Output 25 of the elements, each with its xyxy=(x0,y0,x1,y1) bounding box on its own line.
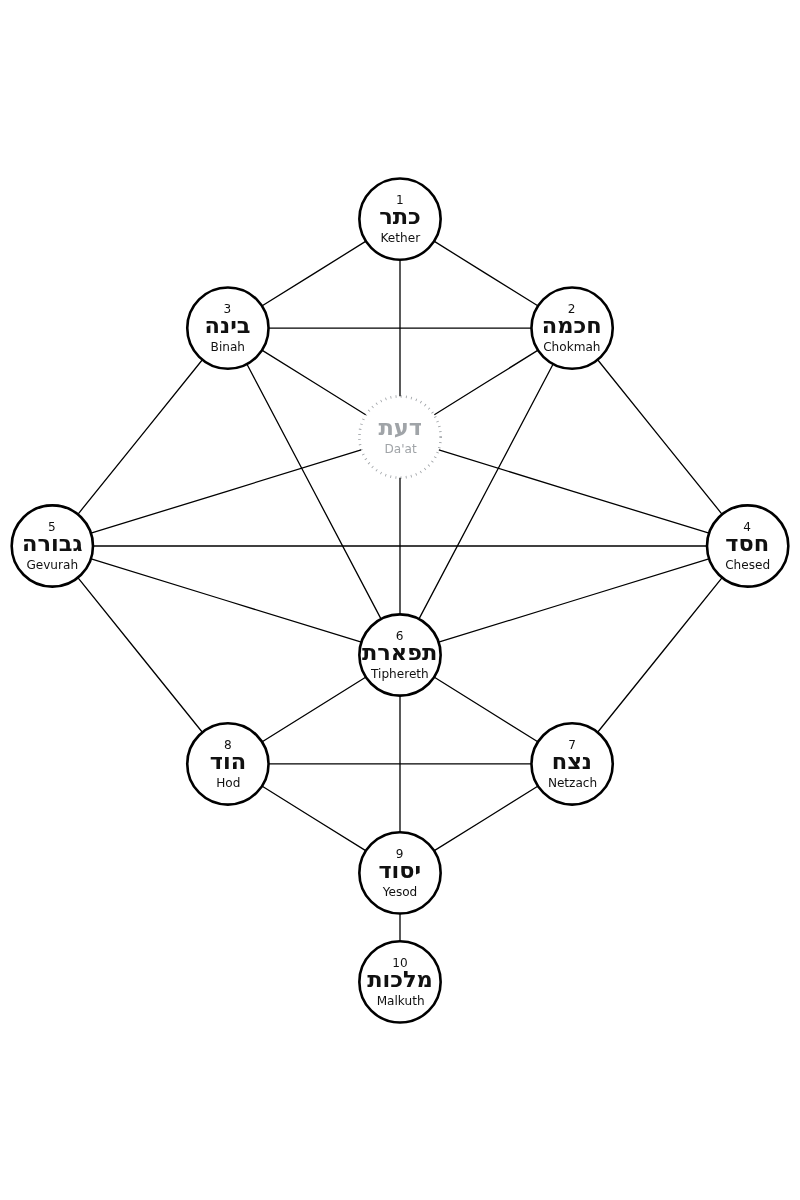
connector xyxy=(246,363,382,619)
connector xyxy=(399,258,401,397)
connector xyxy=(438,448,710,534)
connector xyxy=(437,557,710,643)
connector xyxy=(261,349,367,415)
connector xyxy=(267,326,532,329)
connector xyxy=(433,676,539,742)
connector xyxy=(597,576,723,733)
connector xyxy=(261,240,367,306)
connector xyxy=(267,762,532,765)
connector xyxy=(261,785,367,851)
connector xyxy=(418,363,554,619)
connector xyxy=(597,358,723,515)
connector xyxy=(399,476,401,615)
connector xyxy=(90,448,362,534)
connector xyxy=(399,694,401,833)
connector xyxy=(92,544,708,547)
connector xyxy=(433,785,539,851)
connector xyxy=(433,349,539,415)
connector xyxy=(77,358,203,515)
connector xyxy=(261,676,367,742)
connector xyxy=(433,240,539,306)
connector xyxy=(77,576,203,733)
connector xyxy=(90,557,363,643)
connector xyxy=(399,912,401,942)
